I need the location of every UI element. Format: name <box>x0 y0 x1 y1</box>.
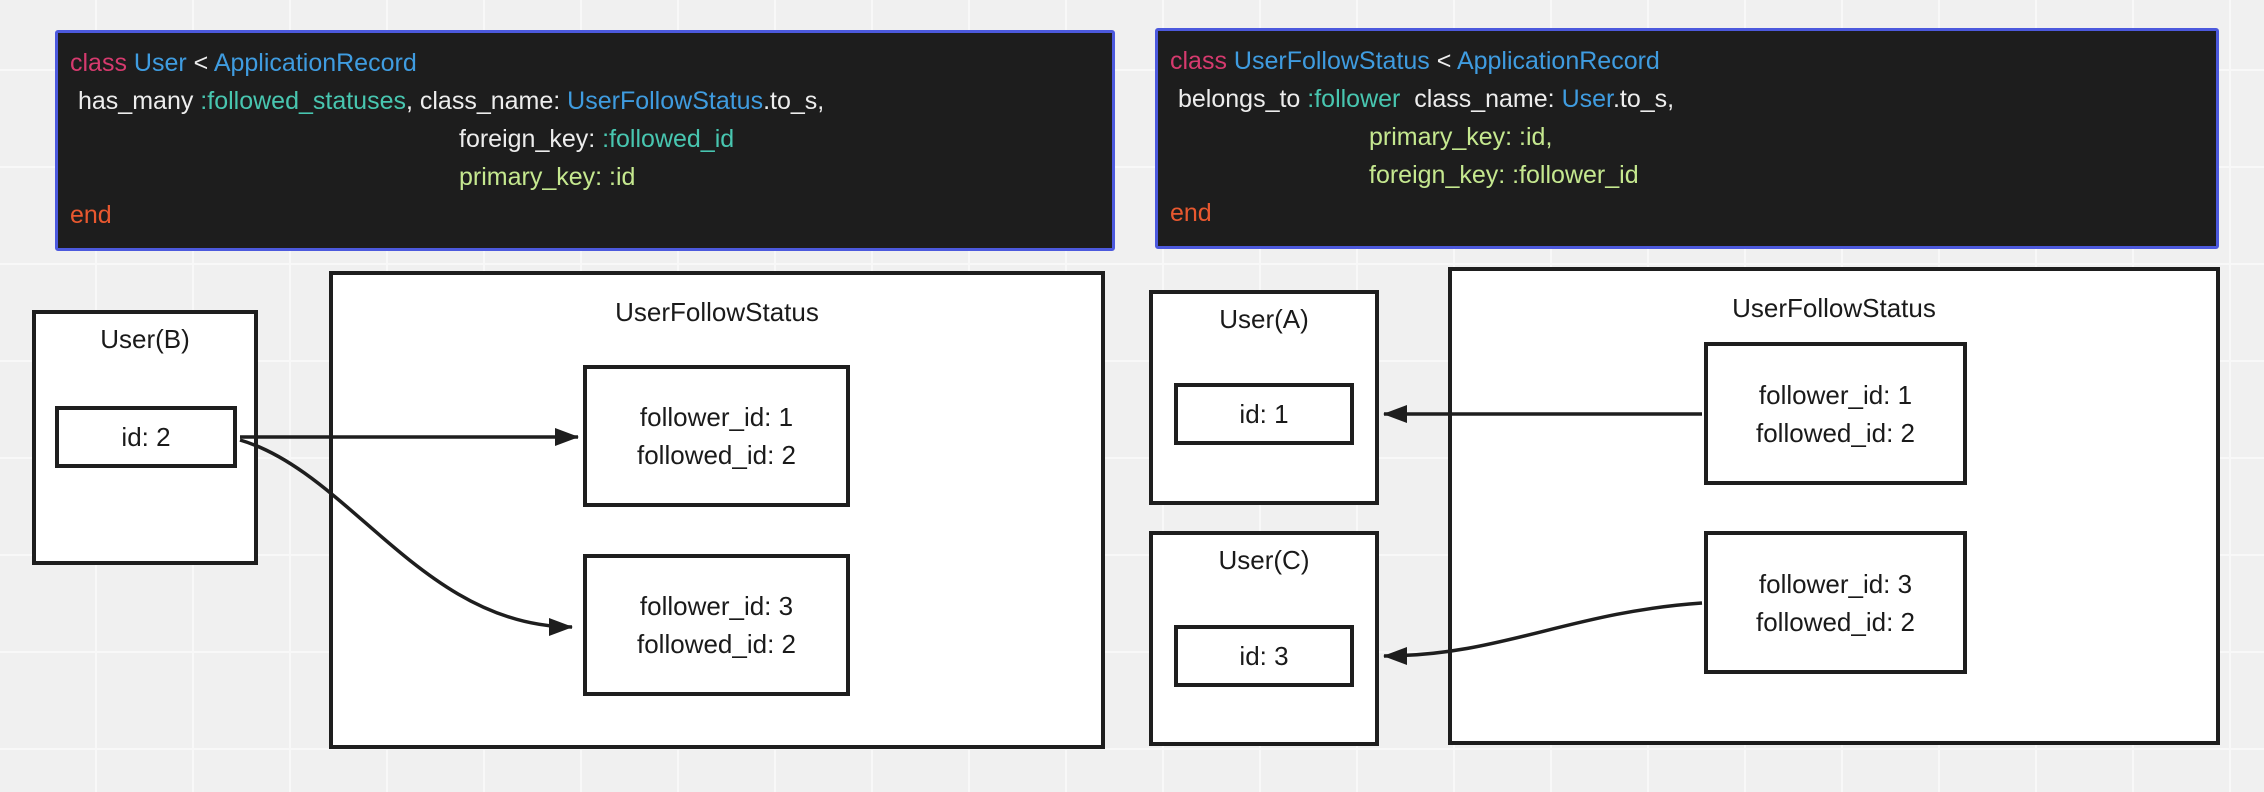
entity-title: UserFollowStatus <box>615 297 819 327</box>
code-token-green: primary_key: :id <box>459 163 636 191</box>
id-field-user-b: id: 2 <box>55 406 237 468</box>
record-line: followed_id: 2 <box>637 440 796 470</box>
code-line: class UserFollowStatus < ApplicationReco… <box>1170 42 2204 80</box>
code-token-plain: , class_name: <box>405 87 568 115</box>
code-token-plain: foreign_key: <box>459 125 603 153</box>
record-line: follower_id: 1 <box>1758 379 1913 410</box>
entity-box-user-follow-status-right: UserFollowStatus follower_id: 1 followed… <box>1448 267 2220 745</box>
code-token-class_name: UserFollowStatus <box>567 87 764 115</box>
code-line: foreign_key: :follower_id <box>1170 156 2204 194</box>
entity-box-user-a: User(A) id: 1 <box>1149 290 1379 505</box>
code-token-class_name: ApplicationRecord <box>213 49 417 77</box>
code-token-class_name: ApplicationRecord <box>1456 47 1660 75</box>
entity-title: User(A) <box>1219 304 1309 334</box>
code-line: primary_key: :id, <box>1170 118 2204 156</box>
code-token-orange: end <box>70 201 112 229</box>
code-token-plain: .to_s, <box>763 87 825 115</box>
code-token-plain: .to_s, <box>1612 85 1675 113</box>
code-token-symbol: :followed_statuses <box>200 87 406 115</box>
entity-title: User(C) <box>1218 545 1310 575</box>
record-line: followed_id: 2 <box>637 629 796 659</box>
entity-title: User(B) <box>100 324 190 354</box>
code-token-plain: class_name: <box>1400 85 1562 113</box>
code-token-keyword: class <box>1170 47 1234 75</box>
record-box: follower_id: 1 followed_id: 2 <box>1704 342 1967 485</box>
id-field-user-c: id: 3 <box>1174 625 1354 687</box>
code-token-green: foreign_key: :follower_id <box>1369 161 1639 189</box>
entity-box-user-c: User(C) id: 3 <box>1149 531 1379 746</box>
code-line: foreign_key: :followed_id <box>70 120 1100 158</box>
record-line: follower_id: 3 <box>639 591 794 621</box>
code-block-user-follow-status-model: class UserFollowStatus < ApplicationReco… <box>1155 28 2219 249</box>
code-token-orange: end <box>1170 199 1212 227</box>
code-token-class_name: User <box>1561 85 1613 113</box>
code-token-keyword: class <box>70 49 134 77</box>
record-box: follower_id: 3 followed_id: 2 <box>1704 531 1967 674</box>
record-line: followed_id: 2 <box>1756 417 1915 448</box>
code-line: class User < ApplicationRecord <box>70 44 1100 82</box>
record-box: follower_id: 1 followed_id: 2 <box>583 365 850 507</box>
record-line: follower_id: 1 <box>639 402 794 432</box>
code-line: belongs_to :follower class_name: User.to… <box>1170 80 2204 118</box>
record-line: follower_id: 3 <box>1758 568 1913 599</box>
entity-title: UserFollowStatus <box>1732 293 1936 323</box>
code-token-class_name: User <box>133 49 187 77</box>
code-token-plain: < <box>186 49 214 77</box>
entity-box-user-follow-status-left: UserFollowStatus follower_id: 1 followed… <box>329 271 1105 749</box>
record-box: follower_id: 3 followed_id: 2 <box>583 554 850 696</box>
code-token-symbol: :follower <box>1307 85 1401 113</box>
code-token-symbol: :followed_id <box>602 125 735 153</box>
id-field-user-a: id: 1 <box>1174 383 1354 445</box>
code-line: primary_key: :id <box>70 158 1100 196</box>
code-line: end <box>70 196 1100 234</box>
code-line: end <box>1170 194 2204 232</box>
code-token-plain: belongs_to <box>1178 85 1308 113</box>
entity-box-user-b: User(B) id: 2 <box>32 310 258 565</box>
code-token-class_name: UserFollowStatus <box>1233 47 1430 75</box>
code-token-green: primary_key: :id, <box>1369 123 1553 151</box>
code-token-plain: has_many <box>78 87 201 115</box>
code-line: has_many :followed_statuses, class_name:… <box>70 82 1100 120</box>
code-token-plain: < <box>1429 47 1457 75</box>
record-line: followed_id: 2 <box>1756 606 1915 637</box>
